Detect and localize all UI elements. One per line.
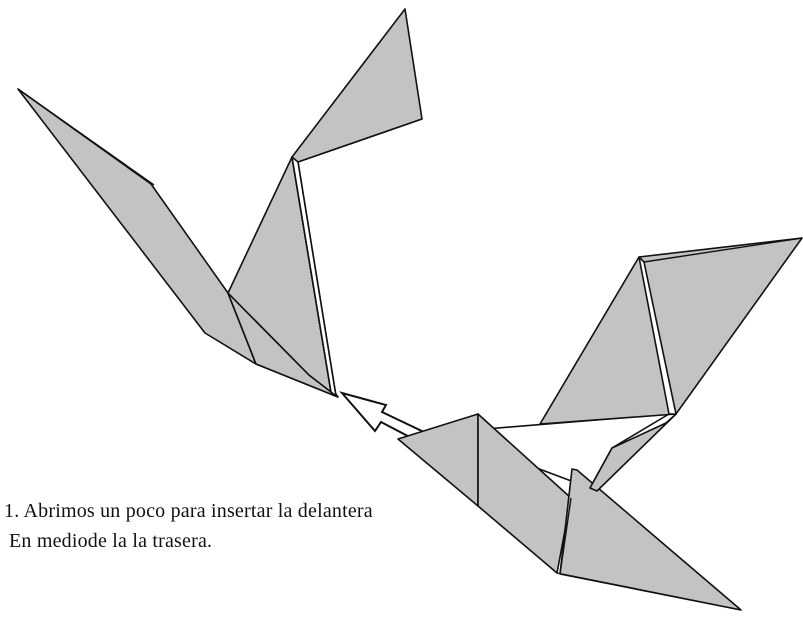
back-bottom-edge	[556, 572, 742, 611]
front-left-wing-edge	[17, 88, 155, 186]
instruction-line-1: 1. Abrimos un poco para insertar la dela…	[4, 500, 373, 522]
back-model	[397, 237, 803, 611]
back-fold-line	[559, 497, 572, 575]
back-right-flap	[559, 468, 742, 611]
front-left-wing	[17, 88, 257, 365]
back-tail-flap	[589, 413, 677, 492]
instruction-caption: 1. Abrimos un poco para insertar la dela…	[4, 496, 373, 556]
instruction-line-2: En mediode la la trasera.	[9, 530, 213, 552]
front-wing-crease	[297, 118, 423, 163]
front-wing-gap	[291, 156, 337, 397]
back-wing-crease	[643, 237, 803, 263]
front-model	[17, 8, 423, 398]
